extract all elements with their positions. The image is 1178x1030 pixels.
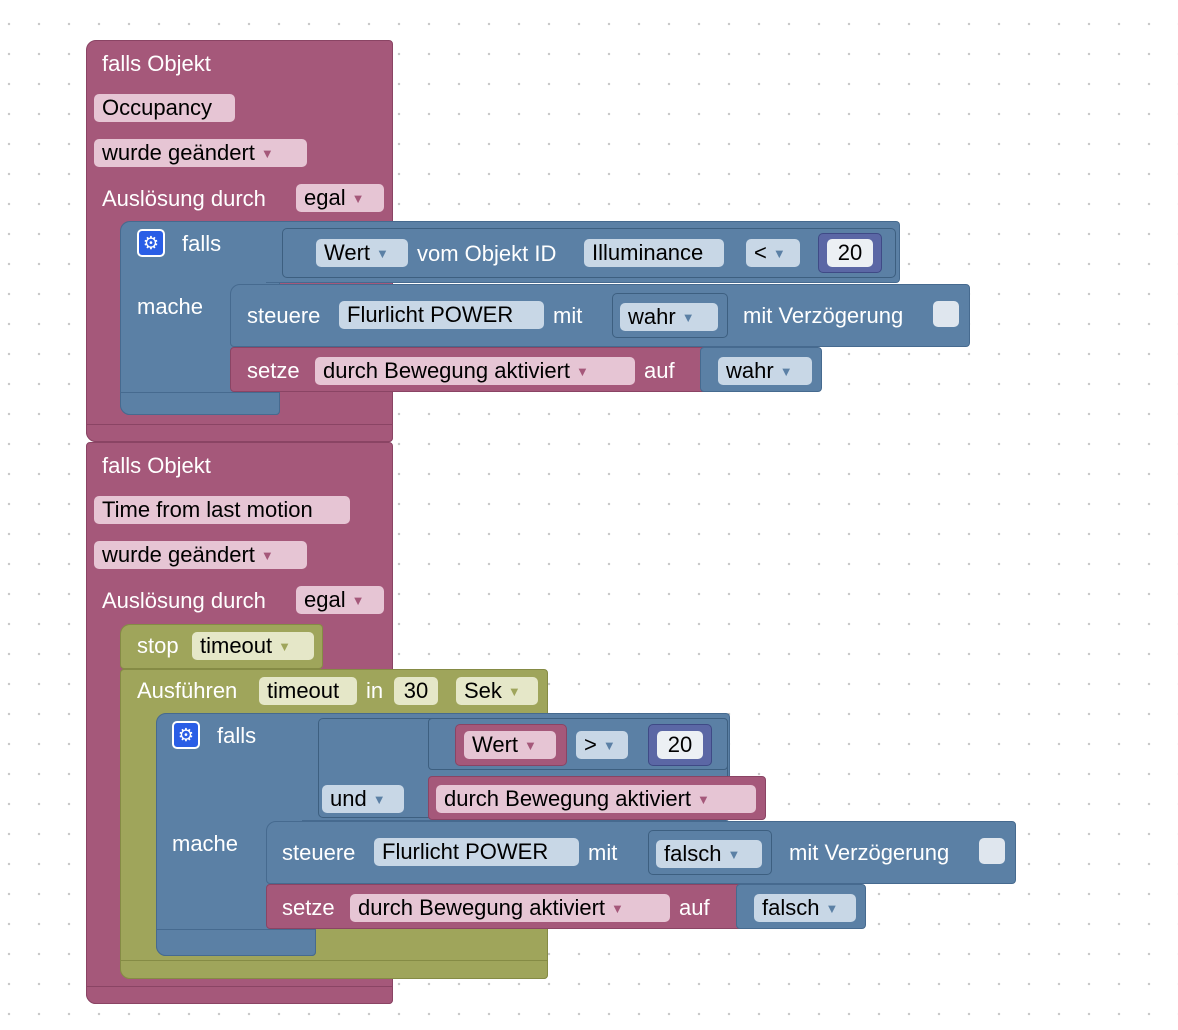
trigger-dropdown-2[interactable]: egal▼ xyxy=(296,586,384,614)
chevron-down-icon: ▼ xyxy=(697,792,710,807)
set-variable-dropdown-2[interactable]: durch Bewegung aktiviert▼ xyxy=(350,894,670,922)
event-block-2-bottom xyxy=(86,986,393,1004)
object-id-illuminance[interactable]: Illuminance xyxy=(584,239,724,267)
chevron-down-icon: ▼ xyxy=(772,246,786,261)
operator-dropdown-2[interactable]: >▼ xyxy=(576,731,628,759)
event-block-1-bottom xyxy=(86,424,393,442)
chevron-down-icon: ▼ xyxy=(524,738,537,753)
chevron-down-icon: ▼ xyxy=(351,191,365,206)
run-amount-field[interactable]: 30 xyxy=(394,677,438,705)
set-label-2: setze xyxy=(282,895,335,920)
set-to-label-1: auf xyxy=(644,358,675,383)
chevron-down-icon: ▼ xyxy=(372,792,386,807)
delay-label-1: mit Verzögerung xyxy=(743,303,904,328)
trigger-label-2: Auslösung durch xyxy=(102,588,266,613)
event-dropdown-2[interactable]: wurde geändert▼ xyxy=(94,541,307,569)
set-to-label-2: auf xyxy=(679,895,710,920)
operator-dropdown-1[interactable]: <▼ xyxy=(746,239,800,267)
delay-label-2: mit Verzögerung xyxy=(789,840,950,865)
control-label-2: steuere xyxy=(282,840,356,865)
control-value-dropdown-1[interactable]: wahr▼ xyxy=(620,303,718,331)
number-field-2[interactable]: 20 xyxy=(657,731,703,759)
mache-label-1: mache xyxy=(137,294,204,319)
if-block-1-bottom xyxy=(120,392,280,415)
of-object-label-1: vom Objekt ID xyxy=(417,241,557,266)
chevron-down-icon: ▼ xyxy=(681,310,695,325)
if-block-2-bottom xyxy=(156,929,316,956)
set-variable-dropdown-1[interactable]: durch Bewegung aktiviert▼ xyxy=(315,357,635,385)
set-label-1: setze xyxy=(247,358,300,383)
falls-label-2: falls xyxy=(217,723,257,748)
variable-get-dropdown[interactable]: durch Bewegung aktiviert▼ xyxy=(436,785,756,813)
delay-checkbox-1[interactable] xyxy=(933,301,959,327)
control-label-1: steuere xyxy=(247,303,321,328)
control-target-1[interactable]: Flurlicht POWER xyxy=(339,301,544,329)
chevron-down-icon: ▼ xyxy=(602,738,616,753)
set-value-dropdown-1[interactable]: wahr▼ xyxy=(718,357,812,385)
run-in-label: in xyxy=(366,678,384,703)
control-with-1: mit xyxy=(553,303,583,328)
object-field-time-from-last-motion[interactable]: Time from last motion xyxy=(94,496,350,524)
gear-icon[interactable]: ⚙ xyxy=(172,721,200,749)
delay-checkbox-2[interactable] xyxy=(979,838,1005,864)
set-value-dropdown-2[interactable]: falsch▼ xyxy=(754,894,856,922)
number-field-1[interactable]: 20 xyxy=(827,239,873,267)
control-value-dropdown-2[interactable]: falsch▼ xyxy=(656,840,762,868)
event-header-1: falls Objekt xyxy=(102,51,211,76)
chevron-down-icon: ▼ xyxy=(576,364,589,379)
object-field-occupancy[interactable]: Occupancy xyxy=(94,94,235,122)
chevron-down-icon: ▼ xyxy=(727,847,741,862)
chevron-down-icon: ▼ xyxy=(825,901,839,916)
stop-timeout-dropdown[interactable]: timeout▼ xyxy=(192,632,314,660)
run-timeout-name[interactable]: timeout xyxy=(259,677,357,705)
run-unit-dropdown[interactable]: Sek▼ xyxy=(456,677,538,705)
chevron-down-icon: ▼ xyxy=(278,639,292,654)
trigger-label-1: Auslösung durch xyxy=(102,186,266,211)
run-timeout-bottom xyxy=(120,960,548,979)
logic-dropdown-und[interactable]: und▼ xyxy=(322,785,404,813)
run-label: Ausführen xyxy=(137,678,238,703)
event-header-2: falls Objekt xyxy=(102,453,211,478)
value-dropdown-1[interactable]: Wert▼ xyxy=(316,239,408,267)
chevron-down-icon: ▼ xyxy=(507,684,521,699)
chevron-down-icon: ▼ xyxy=(779,364,793,379)
chevron-down-icon: ▼ xyxy=(260,548,274,563)
control-target-2[interactable]: Flurlicht POWER xyxy=(374,838,579,866)
chevron-down-icon: ▼ xyxy=(351,593,365,608)
chevron-down-icon: ▼ xyxy=(260,146,274,161)
falls-label-1: falls xyxy=(182,231,222,256)
chevron-down-icon: ▼ xyxy=(611,901,624,916)
event-dropdown-1[interactable]: wurde geändert▼ xyxy=(94,139,307,167)
mache-label-2: mache xyxy=(172,831,239,856)
stop-label: stop xyxy=(137,633,179,658)
chevron-down-icon: ▼ xyxy=(376,246,389,261)
gear-icon[interactable]: ⚙ xyxy=(137,229,165,257)
control-with-2: mit xyxy=(588,840,618,865)
trigger-dropdown-1[interactable]: egal▼ xyxy=(296,184,384,212)
value-dropdown-2[interactable]: Wert▼ xyxy=(464,731,556,759)
